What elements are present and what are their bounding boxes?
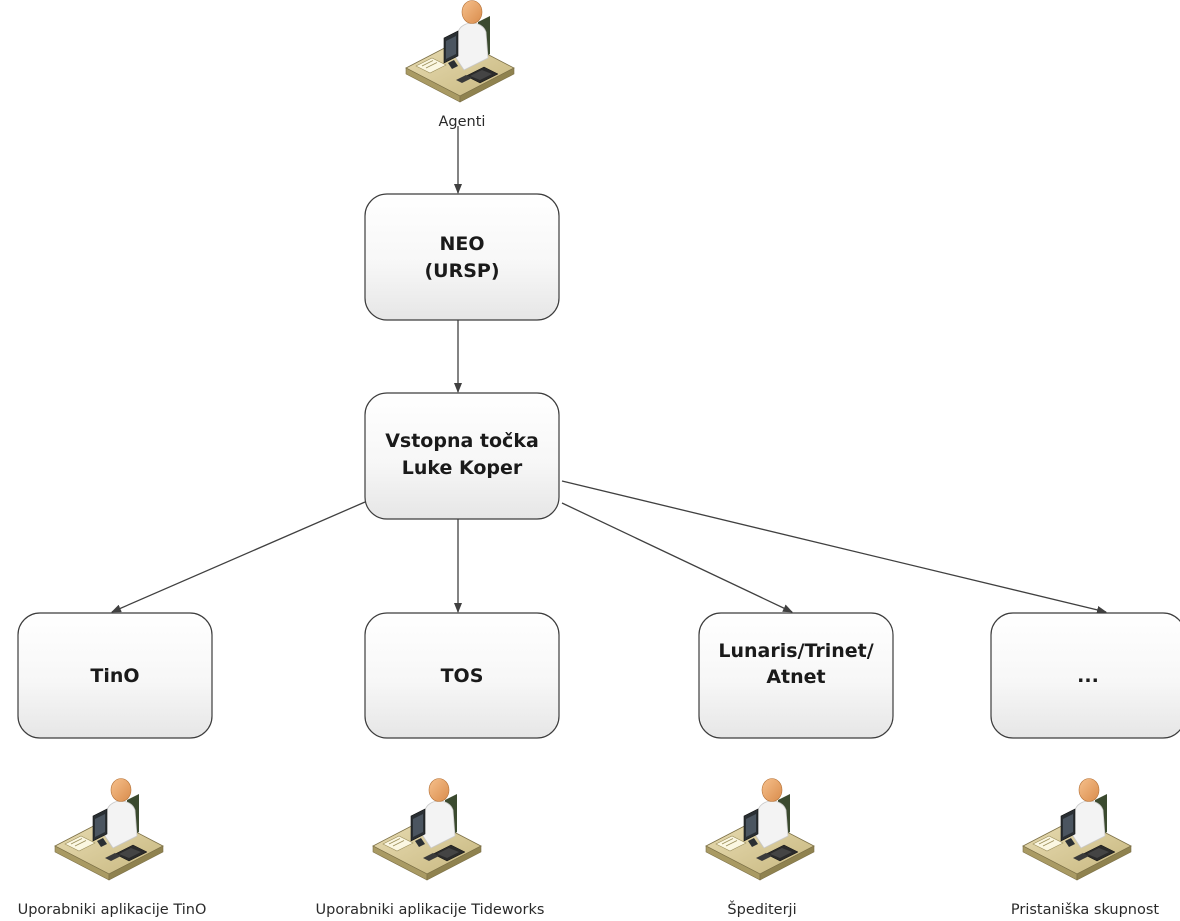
node-lunaris-line2: Atnet bbox=[766, 666, 825, 688]
node-entry-line2: Luke Koper bbox=[402, 457, 523, 479]
node-other-label: ... bbox=[1077, 665, 1099, 687]
node-tos: TOS bbox=[364, 612, 560, 739]
workstation-user-icon bbox=[54, 778, 164, 881]
node-lunaris-trinet-atnet: Lunaris/Trinet/ Atnet bbox=[698, 612, 894, 739]
workstation-user-icon bbox=[705, 778, 815, 881]
node-entry-point: Vstopna točka Luke Koper bbox=[364, 392, 560, 520]
node-neo: NEO (URSP) bbox=[364, 193, 560, 321]
node-tino-label: TinO bbox=[90, 665, 139, 687]
node-neo-line1: NEO bbox=[439, 233, 484, 255]
workstation-user-icon bbox=[372, 778, 482, 881]
edge-entry-to-other bbox=[561, 480, 1107, 614]
actor-label-agenti: Agenti bbox=[439, 114, 486, 130]
node-entry-line1: Vstopna točka bbox=[385, 430, 539, 452]
node-tino: TinO bbox=[17, 612, 213, 739]
actor-label-tideworks-users: Uporabniki aplikacije Tideworks bbox=[316, 902, 545, 918]
edge-entry-to-tino bbox=[111, 501, 366, 613]
actor-label-tino-users: Uporabniki aplikacije TinO bbox=[18, 902, 207, 918]
node-lunaris-line1: Lunaris/Trinet/ bbox=[718, 640, 873, 662]
node-other: ... bbox=[990, 612, 1180, 739]
edge-entry-to-lunaris bbox=[561, 502, 793, 613]
node-neo-line2: (URSP) bbox=[424, 260, 499, 282]
workstation-user-icon bbox=[405, 0, 515, 103]
actor-label-forwarders: Špediterji bbox=[727, 900, 796, 918]
actor-label-port-community: Pristaniška skupnost bbox=[1011, 902, 1160, 918]
node-tos-label: TOS bbox=[441, 665, 484, 687]
workstation-user-icon bbox=[1022, 778, 1132, 881]
